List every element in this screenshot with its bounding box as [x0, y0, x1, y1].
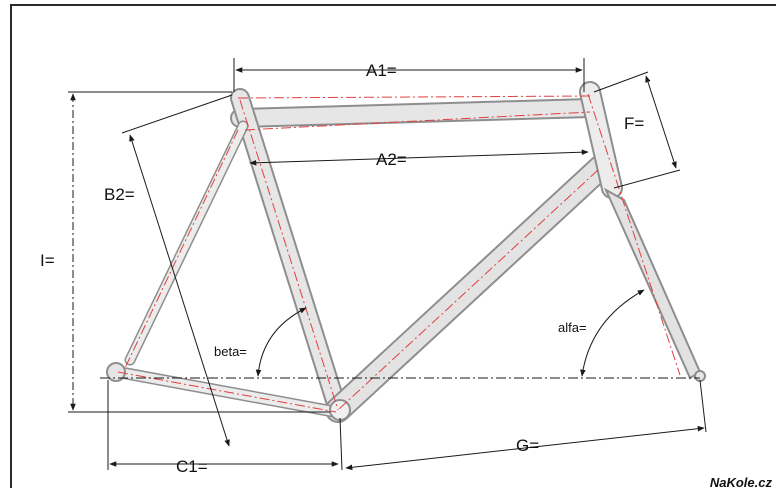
frame-border-left — [10, 4, 12, 488]
label-a1: A1= — [366, 61, 397, 80]
frame-border-top — [10, 4, 776, 6]
front-dropout — [694, 370, 706, 382]
label-g: G= — [516, 436, 540, 455]
rear-dropout — [106, 362, 126, 382]
fork — [603, 187, 702, 380]
dimension-lines — [68, 58, 707, 471]
bottom-bracket — [329, 399, 351, 421]
label-b2: B2= — [104, 185, 135, 204]
brand-watermark: NaKole.cz — [709, 475, 772, 490]
label-c1: C1= — [176, 457, 208, 476]
label-alfa: alfa= — [558, 320, 587, 335]
label-i: I= — [40, 251, 55, 270]
label-a2: A2= — [376, 150, 407, 169]
label-f: F= — [624, 114, 645, 133]
frame-tubes — [106, 81, 706, 423]
label-beta: beta= — [214, 344, 247, 359]
